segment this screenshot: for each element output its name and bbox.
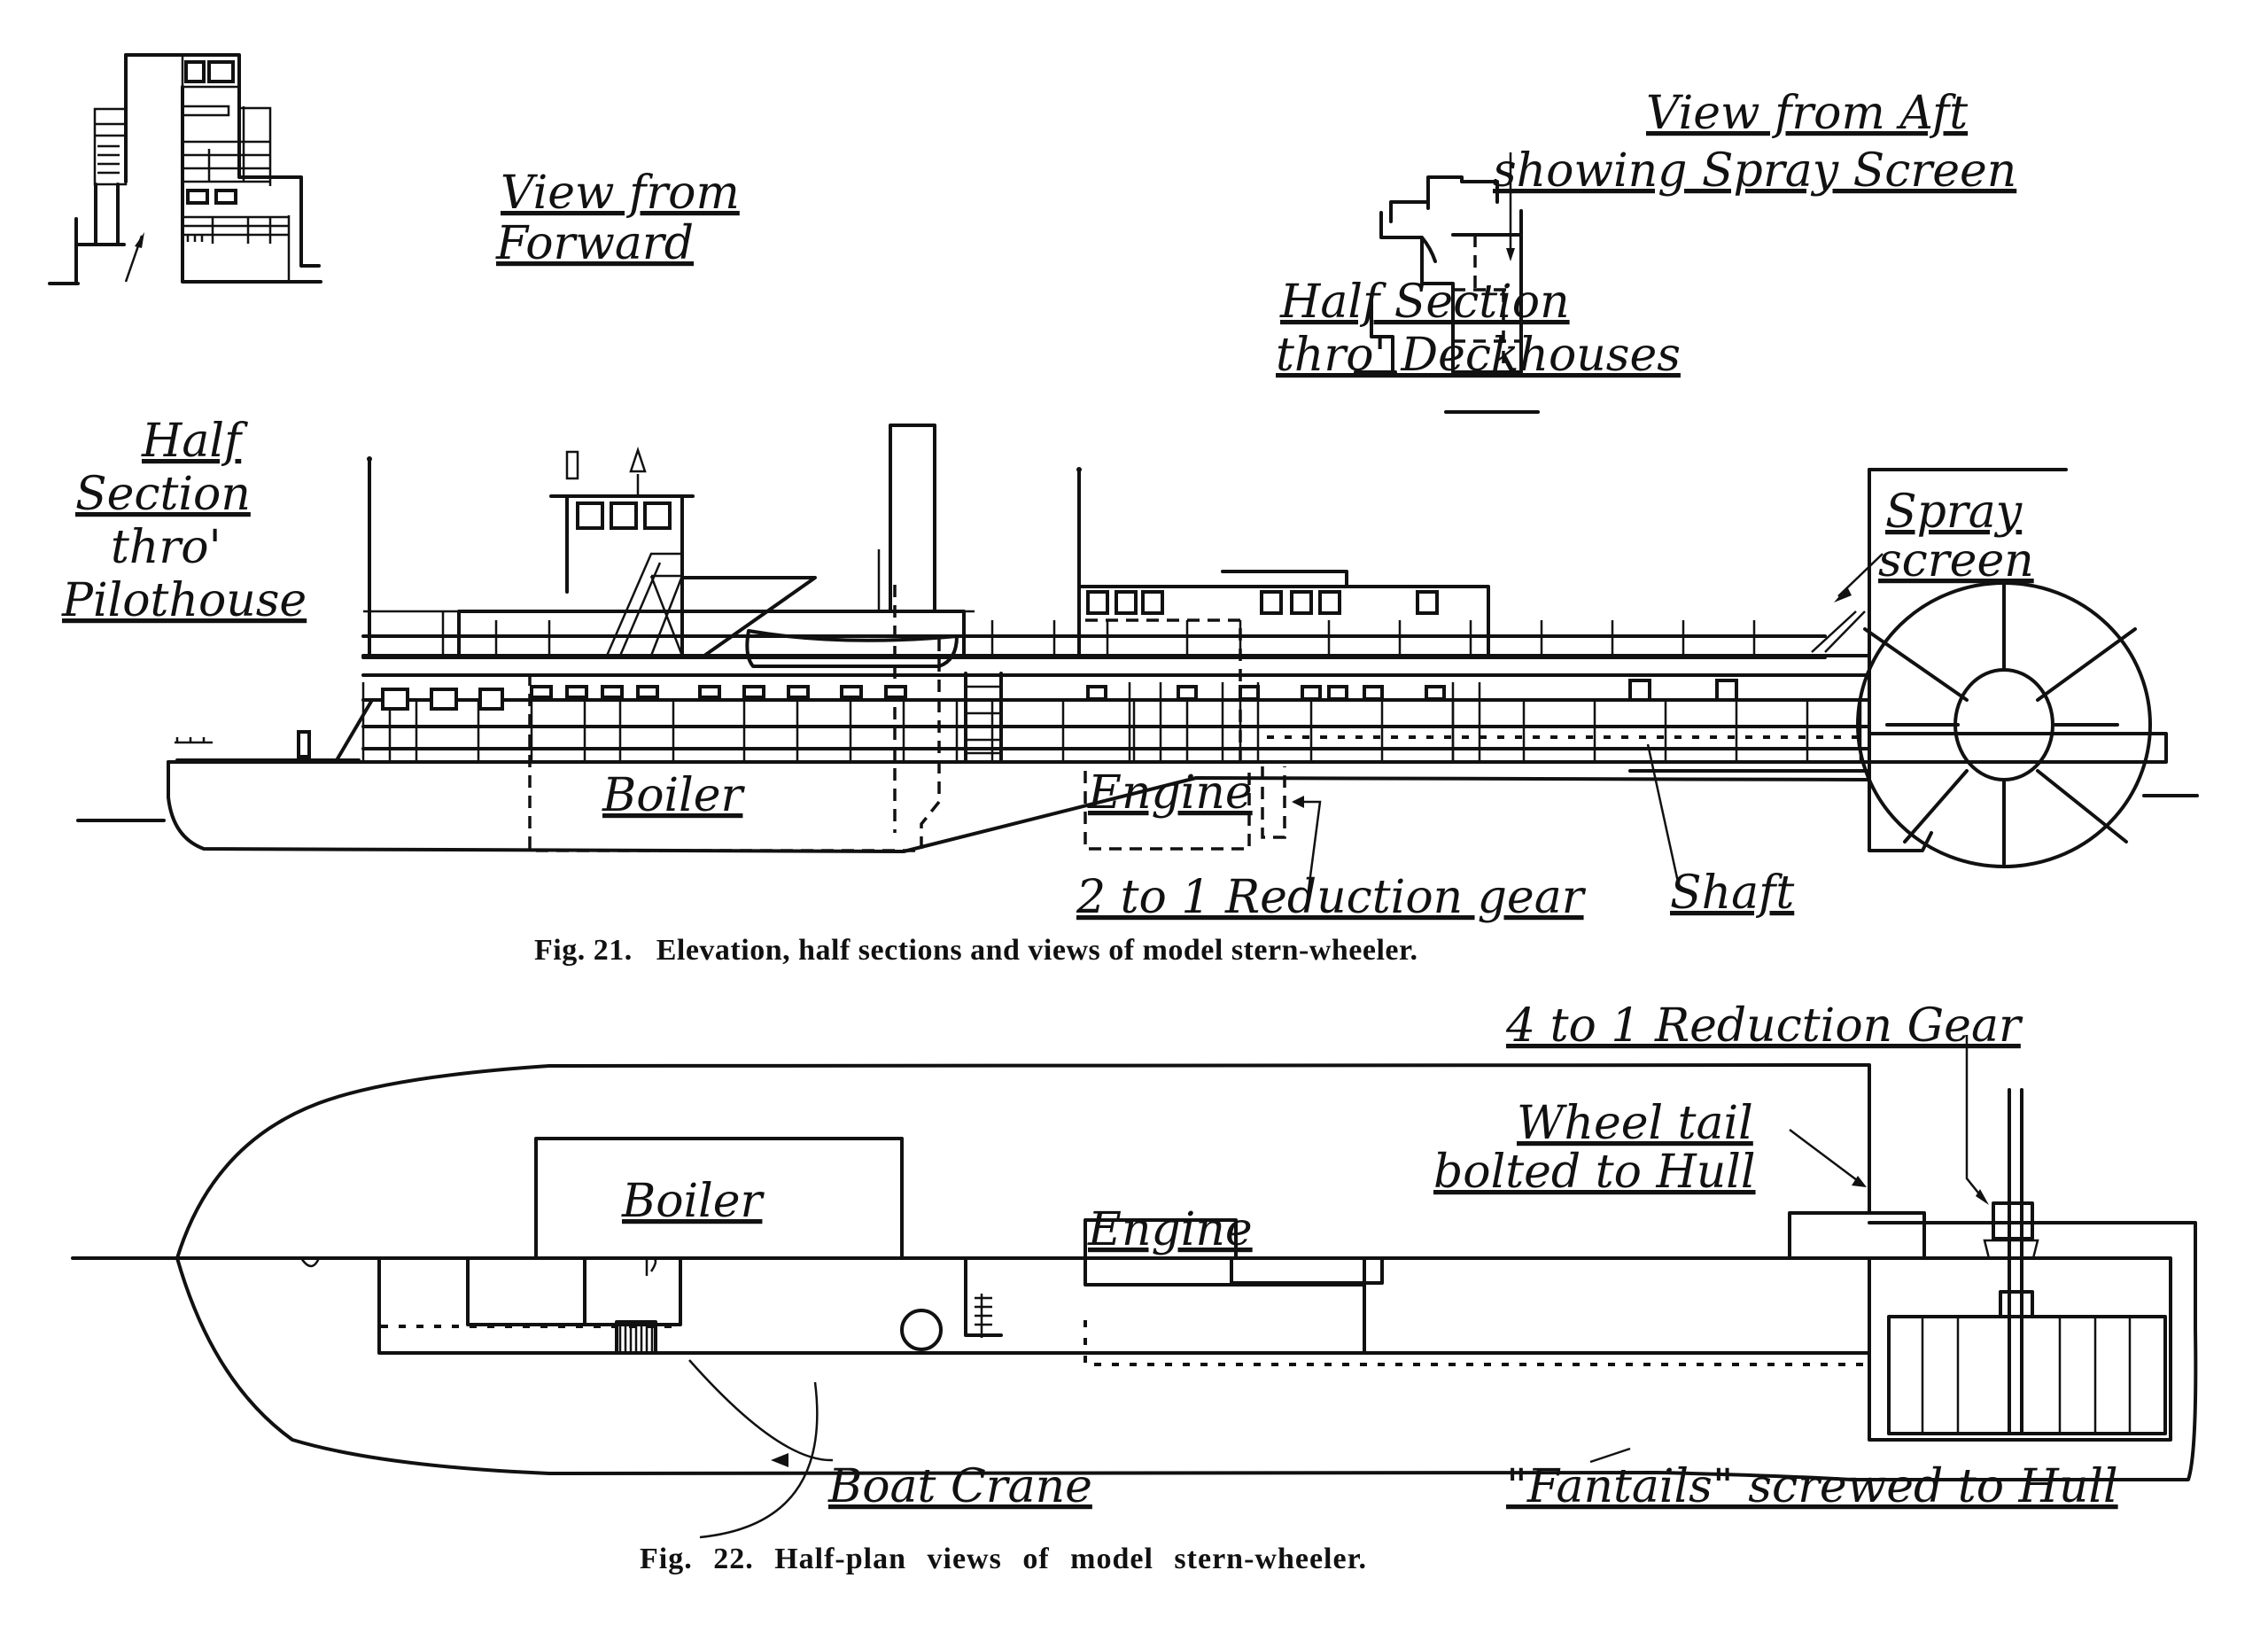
label-view-from-forward-1: View from <box>501 167 740 220</box>
label-half-section-pilot-4: Pilothouse <box>61 574 307 627</box>
half-plan-drawing <box>71 1035 2198 1539</box>
paddle-wheel <box>1856 581 2152 868</box>
figure-21: View from Forward Half Section thro' Pil… <box>48 53 2199 967</box>
label-view-from-forward-2: Forward <box>495 217 694 270</box>
figure-22: 4 to 1 Reduction Gear Wheel tail bolted … <box>71 999 2198 1575</box>
aft-view-drawing <box>1354 152 1540 414</box>
label-half-section-pilot-2: Section <box>75 468 251 521</box>
caption-fig-21: Fig. 21. Elevation, half sections and vi… <box>534 934 1418 967</box>
label-2to1-reduction-gear: 2 to 1 Reduction gear <box>1076 871 1587 924</box>
elevation-drawing <box>76 424 2199 905</box>
forward-view-drawing <box>48 53 322 285</box>
label-spray-2: screen <box>1878 534 2034 587</box>
caption-fig-22: Fig. 22. Half-plan views of model stern-… <box>640 1543 1367 1575</box>
label-4to1-reduction-gear: 4 to 1 Reduction Gear <box>1505 999 2023 1053</box>
label-view-from-aft-2: showing Spray Screen <box>1493 144 2016 198</box>
label-shaft: Shaft <box>1670 867 1794 920</box>
label-spray-1: Spray <box>1885 486 2023 539</box>
label-wheel-tail-2: bolted to Hull <box>1433 1146 1756 1199</box>
label-half-section-deck-2: thro' Deckhouses <box>1276 329 1681 382</box>
label-boiler-plan: Boiler <box>621 1175 765 1228</box>
label-engine-elevation: Engine <box>1087 766 1253 820</box>
label-boiler-elevation: Boiler <box>602 769 746 822</box>
label-half-section-pilot-1: Half <box>141 415 248 468</box>
label-fantails: "Fantails" screwed to Hull <box>1506 1460 2118 1513</box>
label-half-section-pilot-3: thro' <box>111 521 221 574</box>
label-wheel-tail-1: Wheel tail <box>1517 1097 1753 1150</box>
label-half-section-deck-1: Half Section <box>1279 276 1570 329</box>
label-engine-plan: Engine <box>1087 1203 1253 1256</box>
label-boat-crane: Boat Crane <box>827 1460 1092 1513</box>
label-view-from-aft-1: View from Aft <box>1646 87 1968 140</box>
